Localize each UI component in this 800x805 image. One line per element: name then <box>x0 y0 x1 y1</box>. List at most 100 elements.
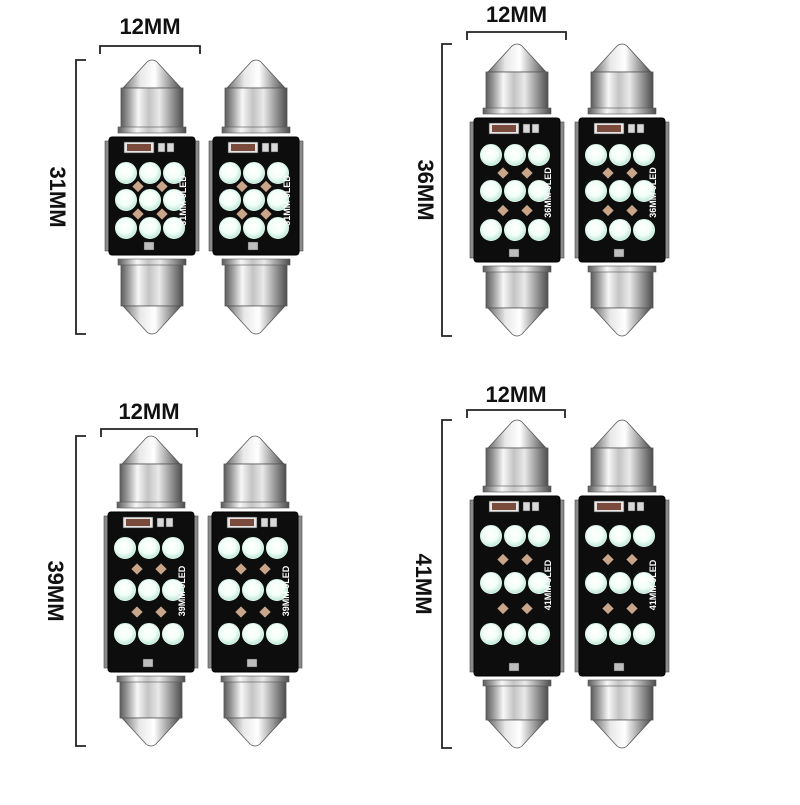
width-dimension-label: 12MM <box>118 399 179 424</box>
led-chip <box>609 572 631 594</box>
led-chip <box>242 623 264 645</box>
led-chip <box>585 219 607 241</box>
led-chip <box>528 572 550 594</box>
led-chip <box>138 623 160 645</box>
pcb-marking-text: 31MM 9LED <box>282 175 292 226</box>
diode <box>626 553 638 566</box>
festoon-bulb: 39MM 9LED <box>103 435 199 747</box>
diode <box>131 606 143 618</box>
led-chip <box>585 572 607 594</box>
led-chip <box>609 219 631 241</box>
pcb-marking-text: 41MM 9LED <box>648 559 658 610</box>
diode <box>156 208 168 220</box>
led-chip <box>139 162 161 184</box>
led-chip <box>633 144 655 166</box>
festoon-bulb: 41MM 9LED <box>469 419 565 749</box>
pcb-marking-text: 31MM 9LED <box>178 175 188 226</box>
length-dimension-label: 39MM <box>43 560 68 621</box>
diode <box>602 204 614 217</box>
bulb-tip-top <box>121 435 181 465</box>
diode <box>131 563 143 575</box>
led-chip <box>242 579 264 601</box>
led-chip <box>633 572 655 594</box>
diode <box>626 204 638 217</box>
led-chip <box>138 579 160 601</box>
diode <box>236 180 248 193</box>
led-chip <box>138 537 160 559</box>
led-chip <box>480 180 502 202</box>
bulb-tip-top <box>122 59 182 89</box>
led-chip <box>242 537 264 559</box>
diode <box>602 167 614 179</box>
led-chip <box>504 219 526 241</box>
pcb-marking-text: 41MM 9LED <box>543 559 553 610</box>
bulb-tip-top <box>487 43 547 73</box>
diode <box>259 606 271 618</box>
bulb-tip-bottom <box>592 307 652 337</box>
metal-cap-bottom <box>485 269 549 309</box>
led-chip <box>219 162 241 184</box>
led-chip <box>504 144 526 166</box>
diode <box>132 208 144 220</box>
bulb-tip-bottom <box>592 719 652 749</box>
diode <box>602 553 614 566</box>
metal-cap-top <box>590 447 654 489</box>
led-chip <box>504 180 526 202</box>
bulb-tip-top <box>592 419 652 449</box>
resistor <box>597 125 621 132</box>
width-dimension-line <box>99 45 201 54</box>
led-chip <box>585 180 607 202</box>
resistor <box>492 503 516 510</box>
bulb-tip-bottom <box>226 305 286 335</box>
metal-cap-bottom <box>223 679 287 719</box>
led-chip <box>243 162 265 184</box>
resistor <box>492 125 516 132</box>
length-dimension-label: 31MM <box>45 166 70 227</box>
resistor <box>231 144 255 151</box>
width-dimension-label: 12MM <box>486 2 547 27</box>
bulb-tip-top <box>225 435 285 465</box>
length-dimension-line <box>75 59 86 335</box>
metal-cap-top <box>120 87 184 130</box>
led-chip <box>528 623 550 645</box>
width-dimension-line <box>466 409 566 418</box>
led-chip <box>504 525 526 547</box>
metal-cap-top <box>223 463 287 505</box>
festoon-bulb: 31MM 9LED <box>208 59 304 335</box>
led-chip <box>243 189 265 211</box>
led-chip <box>115 162 137 184</box>
festoon-bulb: 36MM 9LED <box>469 43 565 337</box>
led-chip <box>114 537 136 559</box>
led-chip <box>218 579 240 601</box>
led-chip <box>218 623 240 645</box>
led-chip <box>115 217 137 239</box>
led-chip <box>480 572 502 594</box>
led-chip <box>480 525 502 547</box>
diode <box>132 180 144 193</box>
diode <box>156 180 168 193</box>
led-chip <box>585 623 607 645</box>
diode <box>626 167 638 179</box>
bulb-tip-bottom <box>487 719 547 749</box>
length-dimension-label: 36MM <box>413 159 438 220</box>
diode <box>260 208 272 220</box>
bulb-tip-top <box>226 59 286 89</box>
metal-cap-bottom <box>120 262 184 307</box>
led-chip <box>609 623 631 645</box>
led-chip <box>114 579 136 601</box>
led-chip <box>267 217 289 239</box>
pcb-marking-text: 36MM 9LED <box>543 167 553 218</box>
led-chip <box>633 623 655 645</box>
led-chip <box>139 189 161 211</box>
led-chip <box>219 217 241 239</box>
diode <box>259 563 271 575</box>
metal-cap-bottom <box>119 679 183 719</box>
diode <box>236 208 248 220</box>
bulb-tip-bottom <box>487 307 547 337</box>
led-chip <box>162 537 184 559</box>
led-chip <box>480 623 502 645</box>
metal-cap-top <box>485 71 549 111</box>
